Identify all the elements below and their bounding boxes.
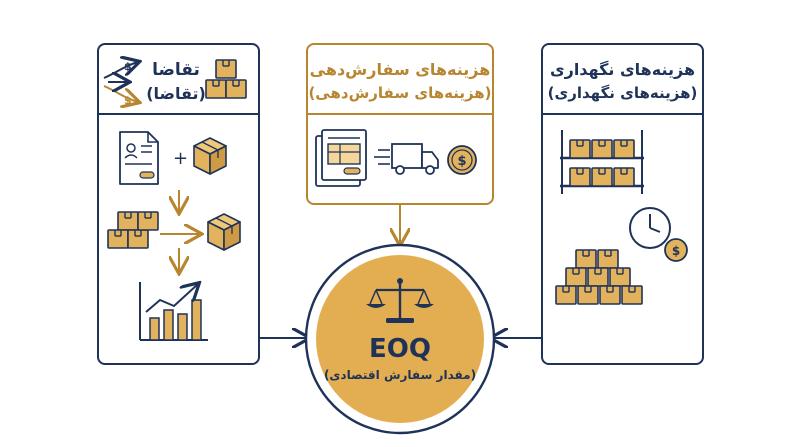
order-form-icon bbox=[315, 129, 367, 187]
coin-icon: $ bbox=[447, 145, 477, 175]
eoq-label: EOQ bbox=[369, 334, 431, 364]
box-icon bbox=[193, 137, 227, 175]
holding-cost-title: هزینه‌های نگهداری bbox=[549, 60, 696, 79]
delivery-truck-icon bbox=[374, 143, 439, 175]
coin-icon: $ bbox=[664, 238, 688, 262]
ordering-cost-subtitle: (هزینه‌های سفارش‌دهی) bbox=[308, 84, 492, 102]
demand-subtitle: (تقاضا) bbox=[146, 84, 206, 103]
holding-cost-subtitle: (هزینه‌های نگهداری) bbox=[547, 84, 698, 102]
box-icon bbox=[207, 213, 241, 251]
eoq-circle bbox=[304, 243, 496, 435]
warehouse-shelf-icon bbox=[560, 130, 644, 194]
dollar-sign: $ bbox=[124, 60, 132, 73]
growth-chart-icon bbox=[139, 282, 208, 341]
coin-dollar: $ bbox=[672, 244, 680, 258]
ordering-cost-title: هزینه‌های سفارش‌دهی bbox=[309, 60, 491, 79]
money-arrows-icon: $ $ bbox=[103, 60, 138, 107]
balance-scale-icon bbox=[366, 278, 434, 323]
demand-title: تقاضا bbox=[152, 60, 200, 80]
plus-sign: + bbox=[173, 148, 188, 169]
document-icon bbox=[119, 131, 159, 185]
clock-icon bbox=[629, 207, 671, 249]
eoq-subtitle: (مقدار سفارش اقتصادی) bbox=[323, 368, 477, 382]
coin-dollar: $ bbox=[457, 154, 466, 169]
dollar-sign: $ bbox=[124, 94, 132, 107]
